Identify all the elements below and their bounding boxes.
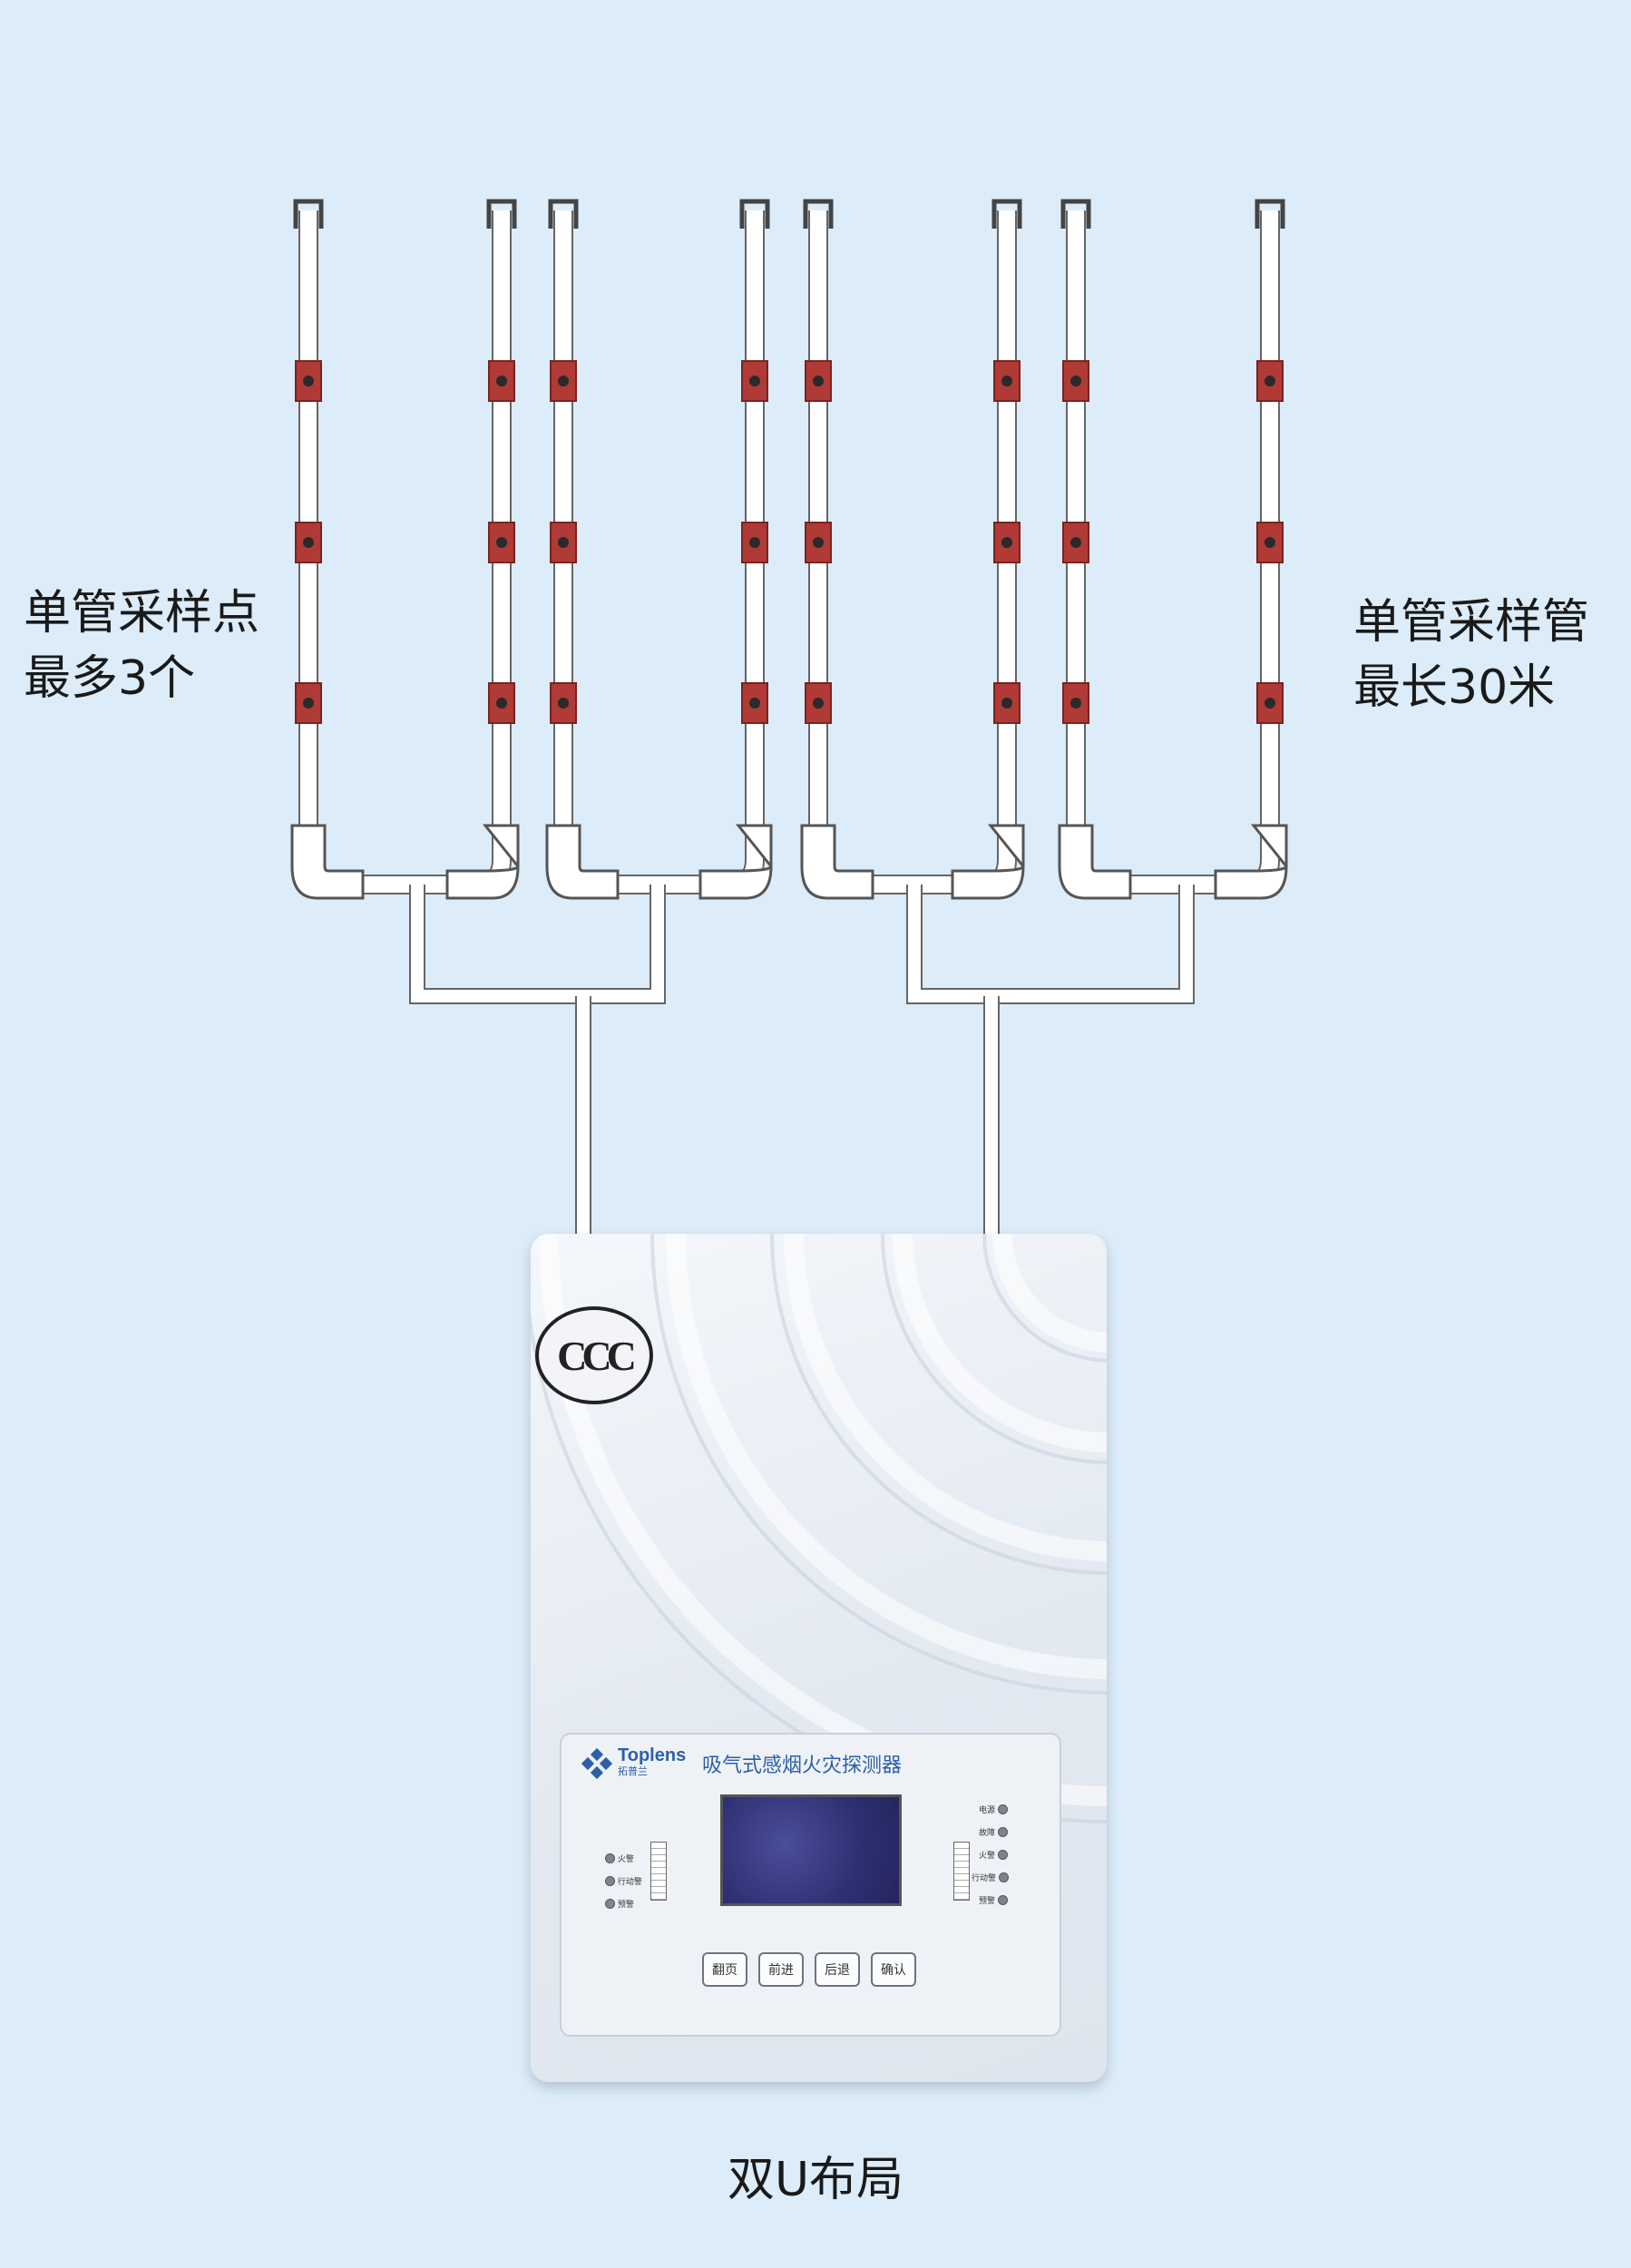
- sampling-point-2-0-0: [805, 360, 832, 402]
- riser-cap-2-0: [803, 199, 834, 229]
- sampling-point-3-0-0: [1062, 360, 1089, 402]
- back-button[interactable]: 后退: [815, 1952, 860, 1987]
- indicator-led-icon: [997, 1850, 1008, 1860]
- right-level-bar: [953, 1842, 970, 1901]
- indicator-label: 预警: [979, 1897, 996, 1906]
- indicator-label: 电源: [979, 1806, 996, 1815]
- left-indicator-0: 火警: [605, 1853, 634, 1864]
- sampling-point-0-0-0: [295, 360, 322, 402]
- sampling-point-2-0-1: [805, 522, 832, 563]
- sampling-point-1-1-0: [741, 360, 768, 402]
- right-indicator-1: 故障: [979, 1826, 1008, 1838]
- page-button[interactable]: 翻页: [702, 1952, 747, 1987]
- annotation-right-line1: 单管采样管: [1353, 595, 1590, 650]
- sampling-point-0-1-0: [488, 360, 515, 402]
- indicator-led-icon: [997, 1895, 1008, 1905]
- annotation-left-line1: 单管采样点: [24, 586, 260, 640]
- sampling-point-2-0-2: [805, 682, 832, 724]
- sampling-point-3-1-2: [1256, 682, 1284, 724]
- riser-cap-2-1: [991, 199, 1022, 229]
- riser-cap-3-1: [1255, 199, 1285, 229]
- indicator-label: 火警: [979, 1852, 996, 1861]
- sampling-point-0-0-1: [295, 522, 322, 563]
- left-indicator-2: 预警: [605, 1898, 634, 1910]
- elbow-fitting-0-1: [445, 824, 520, 900]
- sampling-point-1-0-1: [550, 522, 577, 563]
- right-indicator-4: 预警: [979, 1894, 1008, 1906]
- brand-name-cn: 拓普兰: [618, 1765, 648, 1777]
- trunk-manifold-0: [409, 885, 666, 1004]
- sampling-point-2-1-0: [993, 360, 1021, 402]
- sampling-point-0-0-2: [295, 682, 322, 724]
- sampling-point-3-0-2: [1062, 682, 1089, 724]
- brand-name: Toplens: [618, 1745, 687, 1765]
- elbow-fitting-0-0: [290, 824, 365, 900]
- sampling-point-2-1-1: [993, 522, 1021, 563]
- indicator-label: 行动警: [617, 1878, 642, 1887]
- sampling-point-3-0-1: [1062, 522, 1089, 563]
- riser-cap-0-1: [486, 199, 517, 229]
- u-loop-pipe-1: [553, 210, 765, 894]
- indicator-label: 预警: [617, 1901, 634, 1910]
- lcd-display: [720, 1794, 902, 1906]
- product-title: 吸气式感烟火灾探测器: [702, 1755, 903, 1777]
- left-indicator-1: 行动警: [605, 1875, 642, 1887]
- brand-logo: Toplens 拓普兰: [581, 1745, 687, 1780]
- trunk-manifold-1: [906, 885, 1195, 1004]
- confirm-button[interactable]: 确认: [871, 1952, 916, 1987]
- left-level-bar: [650, 1842, 667, 1901]
- sampling-point-3-1-0: [1256, 360, 1284, 402]
- annotation-left-line2: 最多3个: [24, 651, 196, 706]
- sampling-point-2-1-2: [993, 682, 1021, 724]
- annotation-left: 单管采样点 最多3个: [24, 581, 259, 711]
- sampling-point-1-0-0: [550, 360, 577, 402]
- elbow-fitting-2-0: [800, 824, 874, 900]
- indicator-led-icon: [998, 1872, 1009, 1882]
- layout-caption: 双U布局: [727, 2153, 904, 2207]
- right-indicator-0: 电源: [979, 1804, 1008, 1815]
- right-indicator-3: 行动警: [972, 1872, 1009, 1883]
- smoke-detector-device: CCC Toplens 拓普兰 吸气式感烟火灾探测器 火警 行动: [531, 1234, 1107, 2082]
- elbow-fitting-1-1: [698, 824, 773, 900]
- sampling-point-0-1-2: [488, 682, 515, 724]
- riser-cap-1-1: [739, 199, 770, 229]
- u-loop-pipe-0: [298, 210, 512, 894]
- riser-cap-1-0: [548, 199, 579, 229]
- ccc-certification-badge: CCC: [535, 1306, 653, 1404]
- forward-button[interactable]: 前进: [758, 1952, 804, 1987]
- u-loop-pipe-3: [1066, 210, 1280, 894]
- elbow-fitting-3-1: [1214, 824, 1288, 900]
- annotation-right-line2: 最长30米: [1353, 660, 1556, 715]
- sampling-point-3-1-1: [1256, 522, 1284, 563]
- right-indicator-2: 火警: [979, 1849, 1008, 1861]
- indicator-label: 火警: [617, 1855, 634, 1864]
- indicator-label: 故障: [979, 1829, 996, 1838]
- indicator-label: 行动警: [972, 1874, 997, 1883]
- indicator-led-icon: [605, 1876, 615, 1886]
- sampling-point-0-1-1: [488, 522, 515, 563]
- riser-cap-3-0: [1060, 199, 1091, 229]
- indicator-led-icon: [605, 1853, 615, 1863]
- sampling-point-1-1-2: [741, 682, 768, 724]
- elbow-fitting-2-1: [951, 824, 1025, 900]
- indicator-led-icon: [605, 1899, 615, 1909]
- elbow-fitting-1-0: [545, 824, 620, 900]
- sampling-point-1-1-1: [741, 522, 768, 563]
- u-loop-pipe-2: [808, 210, 1017, 894]
- ccc-badge-text: CCC: [557, 1332, 637, 1379]
- indicator-led-icon: [997, 1804, 1008, 1814]
- annotation-right: 单管采样管 最长30米: [1353, 590, 1589, 720]
- riser-cap-0-0: [293, 199, 324, 229]
- sampling-point-1-0-2: [550, 682, 577, 724]
- indicator-led-icon: [997, 1827, 1008, 1837]
- elbow-fitting-3-0: [1058, 824, 1132, 900]
- control-panel: Toplens 拓普兰 吸气式感烟火灾探测器 火警 行动警 预警 电源 故障 火…: [560, 1733, 1061, 2037]
- toplens-logo-icon: [581, 1748, 612, 1779]
